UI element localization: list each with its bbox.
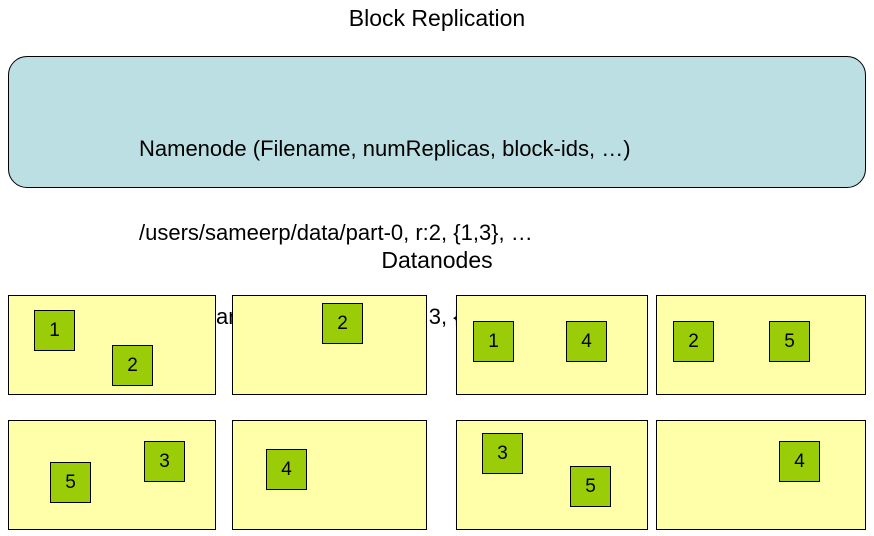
block-2: 2 [673,321,714,362]
page-title: Block Replication [348,5,526,31]
block-5: 5 [50,462,91,503]
datanode-8: 4 [656,420,866,530]
block-1: 1 [473,321,514,362]
block-5: 5 [570,466,611,507]
datanode-6: 4 [232,420,427,530]
block-2: 2 [112,345,153,386]
datanode-2: 2 [232,295,427,395]
namenode-header-line: Namenode (Filename, numReplicas, block-i… [139,136,631,161]
block-1: 1 [34,310,75,351]
block-5: 5 [769,321,810,362]
block-4: 4 [779,441,820,482]
namenode-file-entry-0: /users/sameerp/data/part-0, r:2, {1,3}, … [139,220,533,245]
datanodes-section-label: Datanodes [381,247,493,273]
block-3: 3 [144,441,185,482]
block-3: 3 [482,433,523,474]
block-2: 2 [322,303,363,344]
block-4: 4 [566,321,607,362]
namenode-panel: Namenode (Filename, numReplicas, block-i… [8,56,866,329]
block-4: 4 [266,449,307,490]
